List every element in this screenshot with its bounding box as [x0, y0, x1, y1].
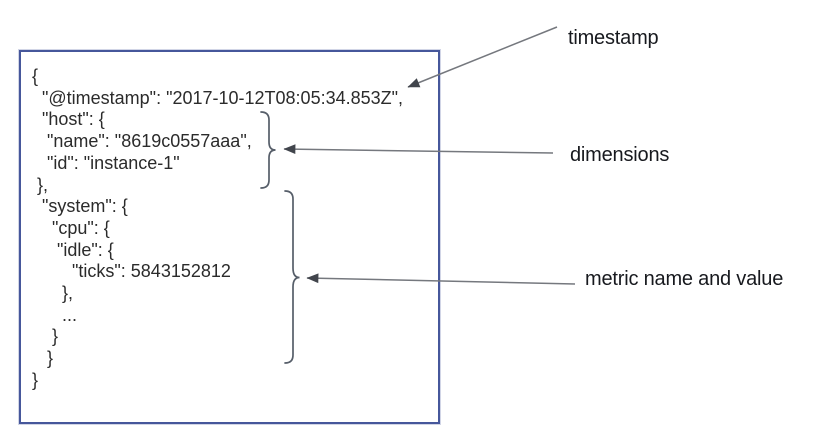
timestamp-label: timestamp	[568, 27, 659, 49]
dimensions-label: dimensions	[570, 144, 670, 166]
json-document-box: { "@timestamp": "2017-10-12T08:05:34.853…	[19, 50, 440, 424]
metric-name-and-value-label: metric name and value	[585, 268, 784, 290]
json-document-text: { "@timestamp": "2017-10-12T08:05:34.853…	[32, 66, 404, 390]
